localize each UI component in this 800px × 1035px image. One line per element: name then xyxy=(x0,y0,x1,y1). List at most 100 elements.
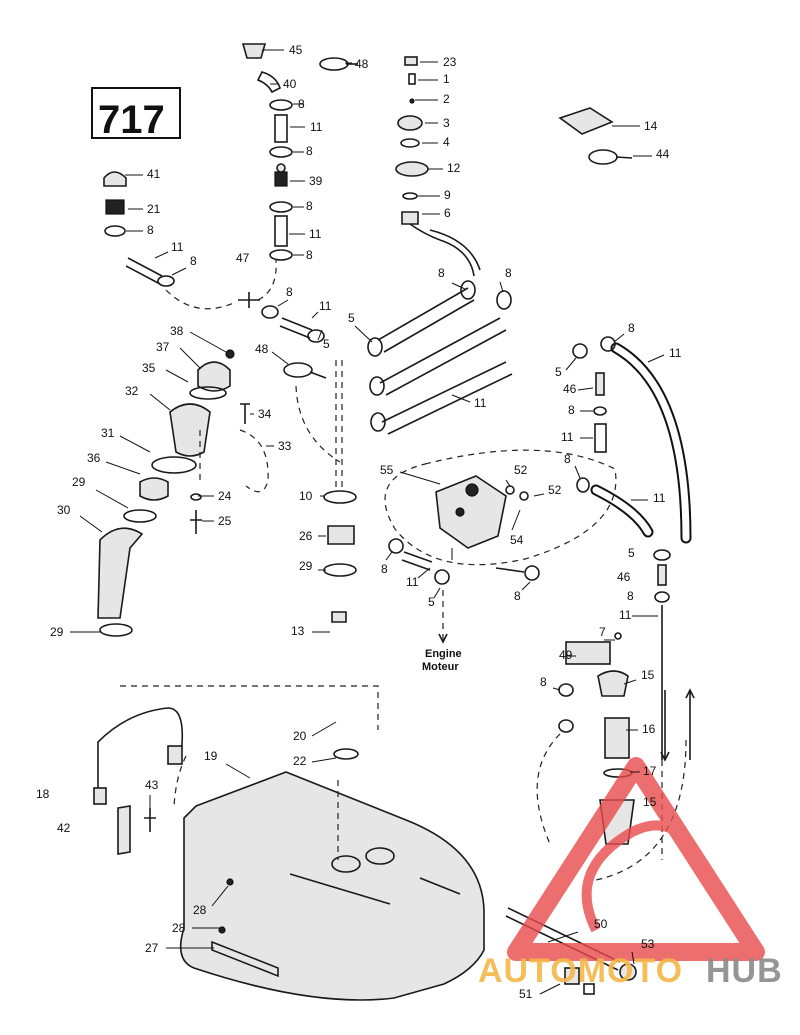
callout-26: 26 xyxy=(299,529,313,543)
callout-19: 19 xyxy=(204,749,218,763)
tank-outline-path xyxy=(120,685,379,807)
callout-leader-53 xyxy=(631,951,635,965)
callout-leader-19 xyxy=(225,763,251,779)
callout-29: 29 xyxy=(50,625,64,639)
callout-leader-50 xyxy=(547,931,579,943)
callout-32: 32 xyxy=(125,384,139,398)
callout-46: 46 xyxy=(617,570,631,584)
callout-leader-54 xyxy=(511,509,521,531)
diagram-number: 717 xyxy=(98,98,165,142)
callout-44: 44 xyxy=(656,147,670,161)
callout-5: 5 xyxy=(628,546,635,560)
watermark-text-2: HUB xyxy=(706,952,783,990)
callout-8: 8 xyxy=(505,266,512,280)
callout-2: 2 xyxy=(443,92,450,106)
callout-leader-5 xyxy=(354,325,373,343)
callout-leader-5 xyxy=(433,587,441,599)
callout-50: 50 xyxy=(594,917,608,931)
callout-42: 42 xyxy=(57,821,71,835)
callout-6: 6 xyxy=(444,206,451,220)
callout-8: 8 xyxy=(306,248,313,262)
flow-arrows xyxy=(660,688,695,762)
fuel-rail-parts xyxy=(261,229,513,435)
callout-8: 8 xyxy=(540,675,547,689)
callout-11: 11 xyxy=(319,299,332,313)
callout-48: 48 xyxy=(255,342,269,356)
callout-20: 20 xyxy=(293,729,307,743)
callout-23: 23 xyxy=(443,55,457,69)
fuel-pump xyxy=(388,475,540,585)
callout-11: 11 xyxy=(561,430,574,444)
callout-33: 33 xyxy=(278,439,292,453)
right-hose-parts xyxy=(572,336,692,760)
callout-15: 15 xyxy=(641,668,655,682)
callout-54: 54 xyxy=(510,533,524,547)
callout-47: 47 xyxy=(236,251,250,265)
callout-8: 8 xyxy=(298,97,305,111)
callout-28: 28 xyxy=(172,921,186,935)
callout-15: 15 xyxy=(643,795,657,809)
callout-leader-8 xyxy=(574,465,581,479)
callout-13: 13 xyxy=(291,624,305,638)
callout-leader-5 xyxy=(565,357,577,371)
sender-loop-path xyxy=(536,733,687,881)
callout-51: 51 xyxy=(519,987,533,1001)
callout-leader-55 xyxy=(399,471,441,485)
callout-48: 48 xyxy=(355,57,369,71)
callout-leader-51 xyxy=(539,983,561,995)
callout-leader-32 xyxy=(149,393,171,411)
callout-45: 45 xyxy=(289,43,303,57)
watermark-logo xyxy=(507,757,765,961)
callout-31: 31 xyxy=(101,426,115,440)
callout-leader-52 xyxy=(533,493,545,497)
callout-leader-11 xyxy=(311,311,319,319)
callout-leader-8 xyxy=(499,281,504,293)
callout-8: 8 xyxy=(381,562,388,576)
callout-5: 5 xyxy=(323,337,330,351)
callout-leader-8 xyxy=(451,282,466,290)
callout-8: 8 xyxy=(568,403,575,417)
callout-leader-31 xyxy=(119,435,151,453)
callout-41: 41 xyxy=(147,167,161,181)
callout-leader-29 xyxy=(95,489,129,509)
callout-leader-30 xyxy=(79,515,103,533)
callout-leader-8 xyxy=(552,687,561,691)
callout-8: 8 xyxy=(628,321,635,335)
callout-36: 36 xyxy=(87,451,101,465)
callout-leader-22 xyxy=(311,757,337,763)
callout-55: 55 xyxy=(380,463,394,477)
callout-53: 53 xyxy=(641,937,655,951)
callout-24: 24 xyxy=(218,489,232,503)
callout-21: 21 xyxy=(147,202,161,216)
vent-to-tank-path xyxy=(295,385,341,463)
callout-leader-8 xyxy=(613,333,625,343)
callout-leader-11 xyxy=(154,251,169,259)
callout-leader-38 xyxy=(189,331,227,353)
callout-3: 3 xyxy=(443,116,450,130)
callout-leader-5 xyxy=(317,329,323,341)
callout-leader-11 xyxy=(647,354,665,363)
callout-11: 11 xyxy=(653,491,666,505)
tank-fitting-parts xyxy=(323,490,357,623)
callout-12: 12 xyxy=(447,161,461,175)
callout-52: 52 xyxy=(548,483,562,497)
vent-line-path xyxy=(165,259,277,310)
callout-11: 11 xyxy=(474,396,487,410)
callout-35: 35 xyxy=(142,361,156,375)
callout-leader-28 xyxy=(211,885,229,907)
callout-28: 28 xyxy=(193,903,207,917)
callout-39: 39 xyxy=(309,174,323,188)
callout-34: 34 xyxy=(258,407,272,421)
callout-5: 5 xyxy=(348,311,355,325)
callout-leader-8 xyxy=(171,267,187,276)
callout-29: 29 xyxy=(72,475,86,489)
callout-leader-35 xyxy=(165,369,189,383)
callout-17: 17 xyxy=(643,764,657,778)
callout-49: 49 xyxy=(559,648,573,662)
callout-7: 7 xyxy=(599,625,606,639)
callout-leader-52 xyxy=(505,479,511,487)
watermark-text-1: AUTOMOTO xyxy=(478,952,683,990)
callout-29: 29 xyxy=(299,559,313,573)
vent-line-parts xyxy=(103,43,633,308)
